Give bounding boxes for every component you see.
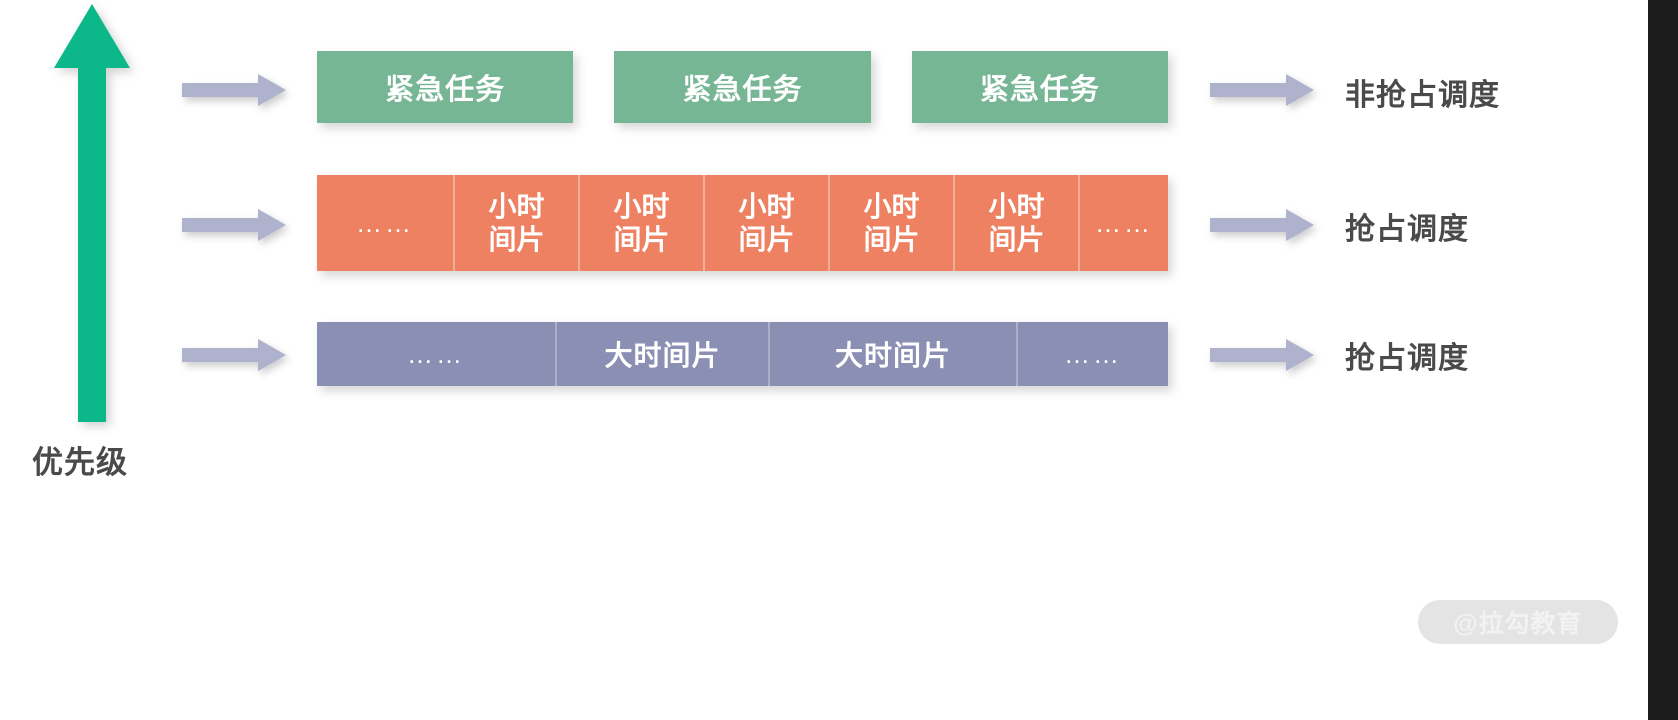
small-timeslice-block: 小时 间片 [705,175,830,271]
urgent-task-block: 紧急任务 [317,51,574,123]
right-edge-band [1648,0,1678,720]
priority-caption: 优先级 [32,445,128,480]
timeslice-ellipsis: …… [1080,175,1168,271]
connector-arrow-row1-left-icon [182,72,286,108]
big-timeslice-block: 大时间片 [557,322,770,386]
small-timeslice-block: 小时 间片 [455,175,580,271]
scheduling-label-row1: 非抢占调度 [1345,79,1500,112]
row-big-timeslices: …… 大时间片 大时间片 …… [317,322,1168,386]
connector-arrow-row3-left-icon [182,337,286,373]
small-timeslice-block: 小时 间片 [830,175,955,271]
small-timeslice-block: 小时 间片 [955,175,1080,271]
scheduling-label-row3: 抢占调度 [1345,342,1469,375]
row-urgent-tasks: 紧急任务 紧急任务 紧急任务 [317,51,1168,123]
scheduling-label-row2: 抢占调度 [1345,213,1469,246]
priority-up-arrow-icon [52,2,132,422]
urgent-task-block: 紧急任务 [614,51,871,123]
timeslice-ellipsis: …… [1018,322,1168,386]
connector-arrow-row3-right-icon [1210,337,1314,373]
big-timeslice-block: 大时间片 [770,322,1018,386]
watermark-badge: @拉勾教育 [1418,600,1618,644]
timeslice-ellipsis: …… [317,322,557,386]
small-timeslice-block: 小时 间片 [580,175,705,271]
timeslice-ellipsis: …… [317,175,455,271]
urgent-task-block: 紧急任务 [911,51,1168,123]
connector-arrow-row1-right-icon [1210,72,1314,108]
connector-arrow-row2-left-icon [182,207,286,243]
row-small-timeslices: …… 小时 间片 小时 间片 小时 间片 小时 间片 小时 间片 …… [317,175,1168,271]
connector-arrow-row2-right-icon [1210,207,1314,243]
